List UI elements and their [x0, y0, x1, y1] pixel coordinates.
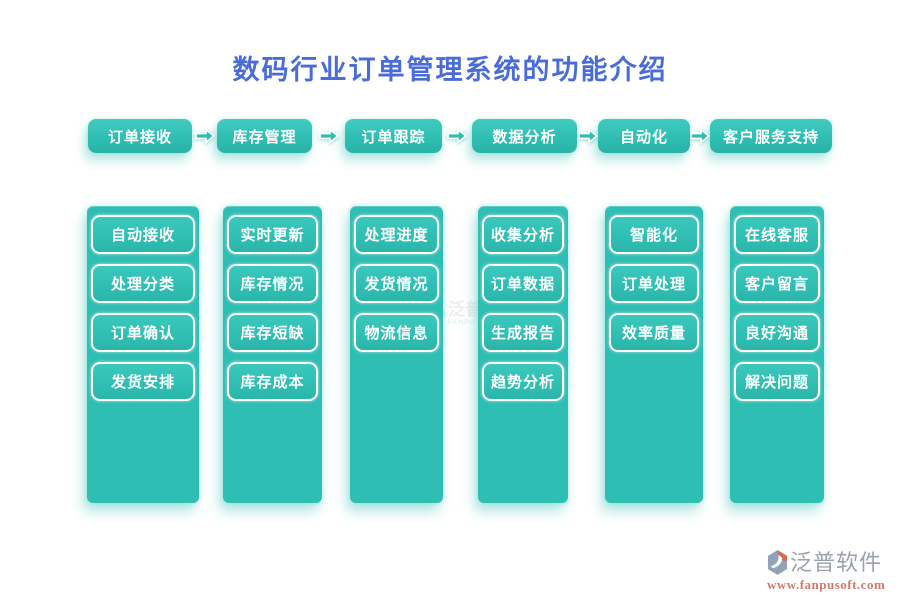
feature-item: 处理进度 — [354, 215, 439, 254]
flow-arrow-icon — [690, 128, 710, 144]
flow-step-2: 库存管理 — [217, 119, 312, 153]
feature-item: 订单处理 — [609, 264, 699, 303]
feature-item: 订单数据 — [482, 264, 564, 303]
feature-item: 发货安排 — [91, 362, 195, 401]
footer-brand-block: 泛普软件 www.fanpusoft.com — [767, 549, 885, 593]
feature-item: 库存情况 — [227, 264, 318, 303]
feature-panel-5: 智能化订单处理效率质量 — [605, 206, 703, 503]
feature-item: 解决问题 — [734, 362, 820, 401]
flow-step-4: 数据分析 — [472, 119, 577, 153]
feature-item: 收集分析 — [482, 215, 564, 254]
feature-item: 发货情况 — [354, 264, 439, 303]
feature-item: 物流信息 — [354, 313, 439, 352]
page-title: 数码行业订单管理系统的功能介绍 — [232, 55, 668, 85]
feature-item: 客户留言 — [734, 264, 820, 303]
footer-brand-text: 泛普软件 — [790, 550, 883, 575]
footer-logo-icon — [767, 550, 788, 575]
feature-item: 在线客服 — [734, 215, 820, 254]
feature-panel-4: 收集分析订单数据生成报告趋势分析 — [478, 206, 568, 503]
feature-item: 自动接收 — [91, 215, 195, 254]
feature-item: 处理分类 — [91, 264, 195, 303]
feature-panel-2: 实时更新库存情况库存短缺库存成本 — [223, 206, 322, 503]
flow-step-6: 客户服务支持 — [710, 119, 832, 153]
flow-step-3: 订单跟踪 — [345, 119, 442, 153]
feature-panel-3: 处理进度发货情况物流信息 — [350, 206, 443, 503]
feature-item: 趋势分析 — [482, 362, 564, 401]
feature-item: 库存短缺 — [227, 313, 318, 352]
flow-arrow-icon — [447, 128, 467, 144]
feature-item: 库存成本 — [227, 362, 318, 401]
flow-arrow-icon — [318, 128, 339, 144]
footer-url: www.fanpusoft.com — [767, 577, 886, 592]
feature-panel-6: 在线客服客户留言良好沟通解决问题 — [730, 206, 824, 503]
feature-item: 良好沟通 — [734, 313, 820, 352]
flow-step-5: 自动化 — [598, 119, 690, 153]
feature-item: 效率质量 — [609, 313, 699, 352]
feature-item: 智能化 — [609, 215, 699, 254]
feature-item: 生成报告 — [482, 313, 564, 352]
flow-arrow-icon — [577, 128, 598, 144]
feature-item: 实时更新 — [227, 215, 318, 254]
feature-panel-1: 自动接收处理分类订单确认发货安排 — [87, 206, 199, 503]
feature-item: 订单确认 — [91, 313, 195, 352]
flow-step-1: 订单接收 — [88, 119, 192, 153]
flow-arrow-icon — [194, 128, 215, 144]
